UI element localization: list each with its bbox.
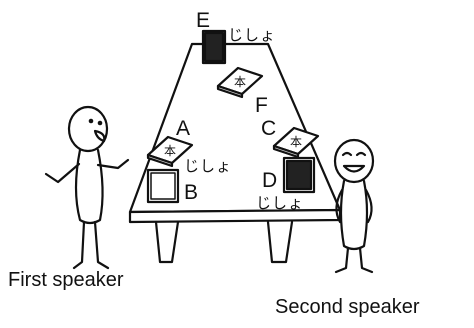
- item-e-dictionary: [201, 29, 227, 65]
- dictionary-label-e: じしょ: [228, 26, 277, 44]
- second-speaker-figure: [333, 138, 375, 274]
- label-e: E: [196, 9, 211, 32]
- first-speaker-open-mouth: [93, 129, 106, 143]
- second-speaker-left-arm: [335, 188, 344, 224]
- item-c-book: 本: [272, 126, 320, 159]
- item-f-book: 本: [216, 66, 264, 99]
- item-d-dictionary: [282, 156, 316, 194]
- first-speaker-left-arm: [44, 162, 81, 184]
- first-speaker-body: [74, 148, 104, 225]
- label-d: D: [262, 169, 278, 192]
- second-speaker-smile: [342, 164, 366, 173]
- first-speaker-legs: [72, 220, 110, 270]
- book-c-title-glyph: 本: [290, 135, 302, 149]
- label-c: C: [261, 117, 277, 140]
- first-speaker-right-arm: [96, 158, 130, 170]
- book-f-title-glyph: 本: [234, 75, 246, 89]
- dictionary-label-d: じしょ: [256, 194, 305, 212]
- table-leg-right: [266, 220, 294, 264]
- second-speaker-legs: [334, 246, 374, 274]
- label-f: F: [255, 94, 268, 117]
- label-b: B: [184, 181, 199, 204]
- first-speaker-figure: [44, 105, 130, 270]
- dictionary-label-b: じしょ: [184, 157, 233, 175]
- first-speaker-caption: First speaker: [8, 269, 124, 291]
- table-edge: [128, 208, 342, 224]
- first-speaker-head: [67, 105, 109, 153]
- second-speaker-body: [339, 179, 369, 251]
- item-a-book: 本: [146, 135, 194, 168]
- item-b-dictionary: [146, 168, 180, 204]
- book-a-title-glyph: 本: [164, 144, 176, 158]
- second-speaker-right-arm: [364, 188, 373, 224]
- table-leg-left: [154, 220, 180, 264]
- second-speaker-head: [333, 138, 375, 184]
- second-speaker-caption: Second speaker: [275, 296, 420, 318]
- label-a: A: [176, 117, 191, 140]
